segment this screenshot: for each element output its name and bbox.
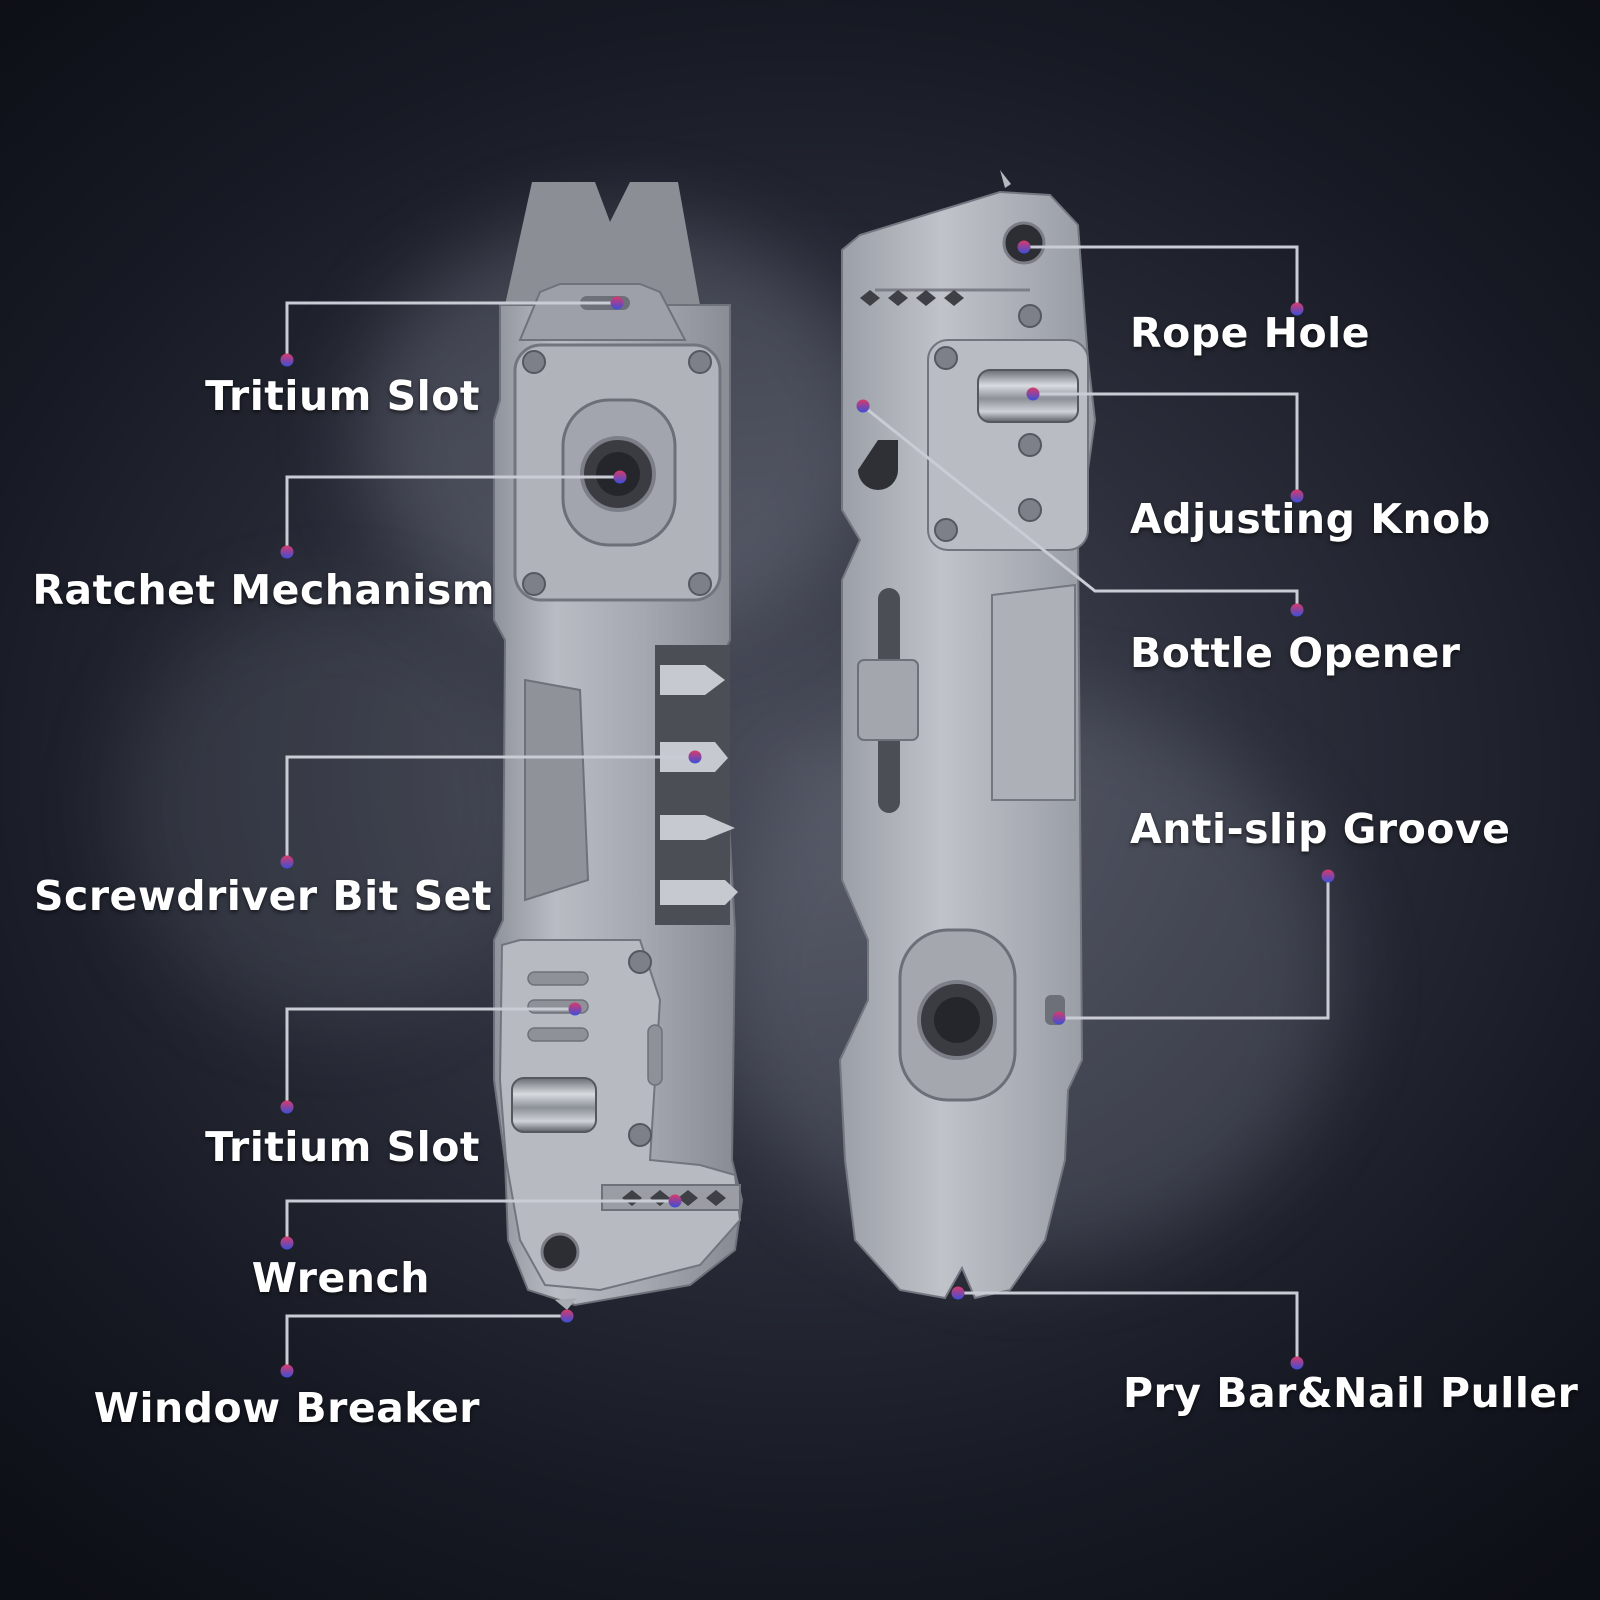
rope-hole-right <box>1002 221 1046 265</box>
adjusting-knob-left <box>511 1077 597 1133</box>
label-tritium-slot-bottom: Tritium Slot <box>205 1123 480 1171</box>
label-tritium-slot-top: Tritium Slot <box>205 372 480 420</box>
adjusting-knob-right <box>977 369 1079 423</box>
pry-bar-tip-left <box>505 182 700 305</box>
label-screwdriver-bit-set: Screwdriver Bit Set <box>34 872 492 920</box>
label-rope-hole: Rope Hole <box>1130 309 1371 357</box>
label-ratchet-mechanism: Ratchet Mechanism <box>32 566 495 614</box>
label-window-breaker: Window Breaker <box>93 1384 480 1432</box>
tritium-slot-top-shape <box>518 283 687 341</box>
rope-hole-left <box>540 1232 580 1272</box>
label-pry-bar-nail-puller: Pry Bar&Nail Puller <box>1123 1369 1579 1417</box>
label-bottle-opener: Bottle Opener <box>1130 629 1461 677</box>
right-multitool <box>838 170 1097 1300</box>
label-anti-slip-groove: Anti-slip Groove <box>1130 805 1511 853</box>
left-multitool <box>493 182 744 1310</box>
label-adjusting-knob: Adjusting Knob <box>1130 495 1491 543</box>
label-wrench: Wrench <box>251 1254 430 1302</box>
